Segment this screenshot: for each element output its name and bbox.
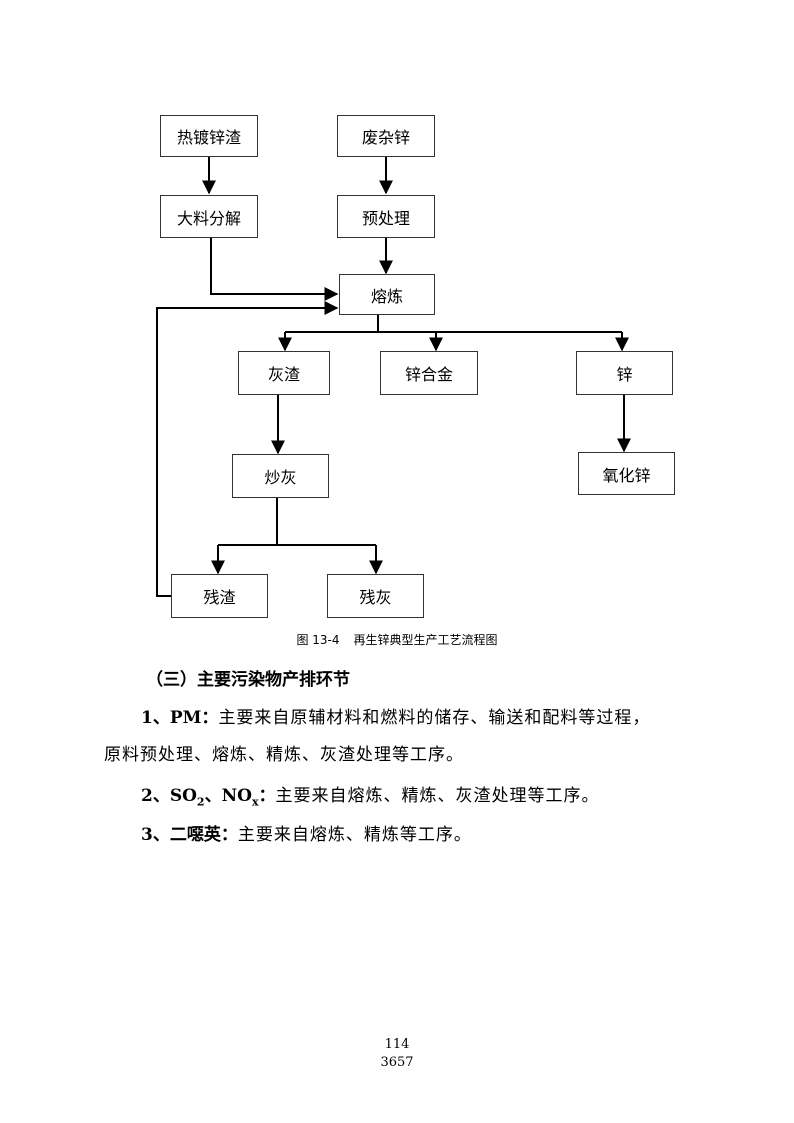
- paragraph-lead: 3、二噁英：: [141, 825, 238, 845]
- box-label: 熔炼: [370, 286, 403, 306]
- figure-title: 再生锌典型生产工艺流程图: [353, 633, 498, 647]
- box-residue: 残渣: [171, 574, 268, 618]
- arrow-residue-to-smelt: [156, 301, 339, 597]
- box-label: 氧化锌: [602, 465, 651, 485]
- page-number: 114: [384, 1037, 410, 1052]
- box-label: 热镀锌渣: [176, 128, 241, 147]
- paragraph-text: 主要来自熔炼、精炼、灰渣处理等工序。: [275, 786, 600, 806]
- paragraph-so2-nox: 2、SO2、NOx：主要来自熔炼、精炼、灰渣处理等工序。: [141, 784, 600, 814]
- box-label: 预处理: [361, 208, 410, 228]
- box-smelting: 熔炼: [339, 274, 435, 315]
- box-hot-dip-slag: 热镀锌渣: [160, 115, 258, 157]
- box-label: 残灰: [359, 588, 392, 607]
- subscript-2: 2: [196, 795, 205, 809]
- arrow-bulk-to-smelt: [210, 238, 339, 301]
- figure-number: 图 13-4: [296, 633, 340, 647]
- box-label: 残渣: [203, 588, 236, 607]
- box-label: 灰渣: [267, 365, 300, 384]
- box-bulk-disassembly: 大料分解: [160, 195, 258, 238]
- box-label: 废杂锌: [361, 128, 410, 147]
- box-ash-slag: 灰渣: [238, 351, 330, 395]
- figure-caption: 图 13-4 再生锌典型生产工艺流程图: [0, 631, 794, 648]
- paragraph-lead: 2、SO2、NOx：: [141, 786, 276, 809]
- subscript-x: x: [251, 795, 259, 809]
- paragraph-lead: 1、PM：: [141, 708, 219, 728]
- box-residual-ash: 残灰: [327, 574, 424, 618]
- paragraph-pm-line1: 1、PM：主要来自原辅材料和燃料的储存、输送和配料等过程，: [141, 706, 650, 730]
- lead-colon: ：: [258, 786, 276, 806]
- box-label: 炒灰: [264, 468, 297, 487]
- box-scrap-zinc: 废杂锌: [337, 115, 435, 157]
- box-label: 大料分解: [176, 208, 241, 228]
- box-pretreatment: 预处理: [337, 195, 435, 238]
- box-label: 锌: [616, 365, 633, 384]
- paragraph-text: 主要来自熔炼、精炼等工序。: [237, 825, 472, 845]
- total-page-number: 3657: [380, 1055, 414, 1070]
- paragraph-dioxin: 3、二噁英：主要来自熔炼、精炼等工序。: [141, 823, 472, 847]
- paragraph-text: 主要来自原辅材料和燃料的储存、输送和配料等过程，: [218, 708, 651, 728]
- box-zinc: 锌: [576, 351, 673, 395]
- box-zinc-alloy: 锌合金: [380, 351, 478, 395]
- paragraph-text: 原料预处理、熔炼、精炼、灰渣处理等工序。: [104, 745, 464, 765]
- lead-so: 2、SO: [141, 786, 197, 806]
- lead-no: 、NO: [204, 786, 252, 806]
- box-label: 锌合金: [404, 365, 453, 384]
- box-zinc-oxide: 氧化锌: [578, 452, 675, 495]
- box-fried-ash: 炒灰: [232, 454, 329, 498]
- paragraph-pm-line2: 原料预处理、熔炼、精炼、灰渣处理等工序。: [104, 743, 464, 767]
- flow-connectors: [156, 157, 631, 597]
- section-heading: （三）主要污染物产排环节: [146, 670, 350, 690]
